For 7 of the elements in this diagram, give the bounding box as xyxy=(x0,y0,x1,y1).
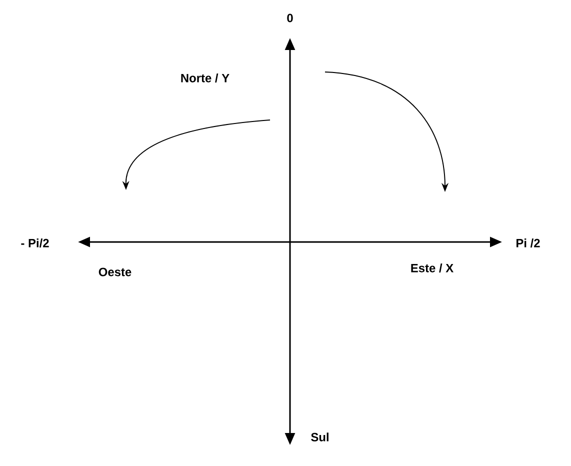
angle-label: Pi /2 xyxy=(516,238,540,248)
axis-label: Sul xyxy=(311,432,328,442)
axis-label: Este / X xyxy=(411,264,454,272)
axis-label: Oeste xyxy=(98,268,132,276)
axis-label: Norte / Y xyxy=(181,74,230,82)
angle-label: - Pi/2 xyxy=(21,238,49,248)
angle-label: 0 xyxy=(287,14,293,22)
